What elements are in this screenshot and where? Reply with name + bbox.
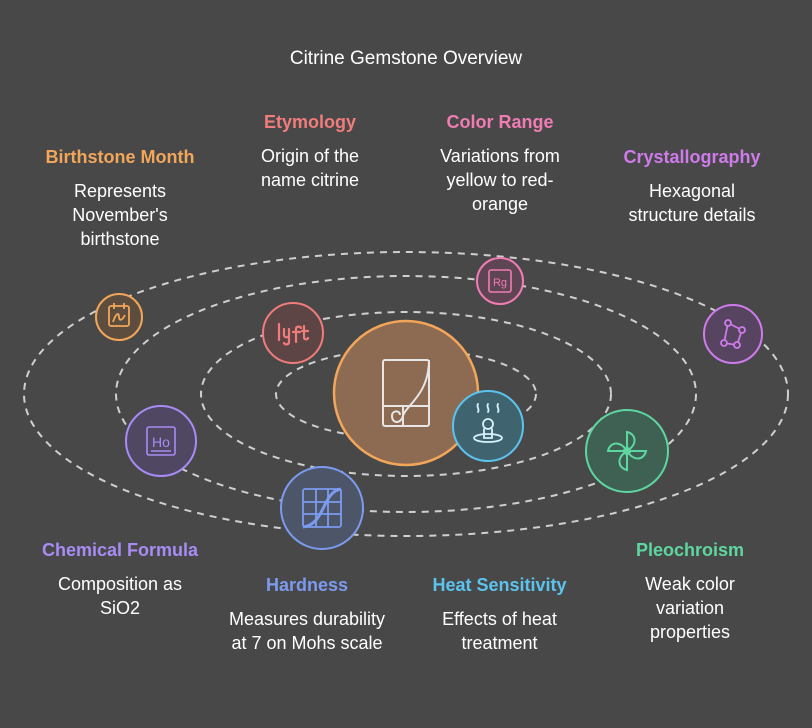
topic-heat-sensitivity: Heat Sensitivity Effects of heat treatme… — [412, 573, 587, 655]
heat-person-icon — [473, 403, 503, 443]
node-chemical-formula: Ho — [125, 405, 197, 477]
topic-color-range: Color Range Variations from yellow to re… — [410, 110, 590, 216]
molecule-graph-icon — [720, 319, 746, 349]
orbit-ring-2 — [200, 311, 612, 477]
node-pleochroism — [585, 409, 669, 493]
topic-heading: Color Range — [446, 112, 554, 132]
center-node — [332, 319, 480, 467]
topic-etymology: Etymology Origin of the name citrine — [230, 110, 390, 192]
golden-spiral-icon — [382, 359, 430, 427]
node-hardness — [280, 466, 364, 550]
topic-pleochroism: Pleochroism Weak color variation propert… — [600, 538, 780, 644]
orbit-ring-4 — [23, 251, 789, 537]
topic-heading: Chemical Formula — [41, 540, 199, 560]
topic-birthstone: Birthstone Month Represents November's b… — [20, 145, 220, 251]
topic-heading: Etymology — [263, 112, 356, 132]
topic-heading: Pleochroism — [635, 540, 745, 560]
curve-grid-icon — [302, 487, 342, 529]
topic-description: Represents November's birthstone — [72, 181, 168, 249]
topic-description: Variations from yellow to red-orange — [440, 146, 560, 214]
diagram-title: Citrine Gemstone Overview — [289, 48, 523, 69]
svg-text:Ho: Ho — [152, 434, 170, 450]
topic-chemical-formula: Chemical Formula Composition as SiO2 — [20, 538, 220, 620]
topic-description: Effects of heat treatment — [442, 609, 557, 653]
topic-heading: Heat Sensitivity — [432, 575, 567, 595]
node-birthstone — [95, 293, 143, 341]
element-ho-icon: Ho — [146, 426, 176, 456]
element-rg-icon: Rg — [488, 269, 512, 293]
node-etymology — [262, 302, 324, 364]
topic-heading: Hardness — [265, 575, 349, 595]
topic-hardness: Hardness Measures durability at 7 on Moh… — [222, 573, 392, 655]
topic-heading: Birthstone Month — [45, 147, 195, 167]
topic-description: Weak color variation properties — [645, 574, 735, 642]
topic-crystallography: Crystallography Hexagonal structure deta… — [602, 145, 782, 227]
node-heat-sensitivity — [452, 390, 524, 462]
topic-description: Composition as SiO2 — [57, 574, 183, 618]
node-color-range: Rg — [476, 257, 524, 305]
lyft-logo-icon — [277, 322, 310, 346]
calendar-icon — [108, 303, 130, 327]
topic-description: Measures durability at 7 on Mohs scale — [228, 609, 386, 653]
topic-description: Hexagonal structure details — [628, 181, 756, 225]
svg-text:Rg: Rg — [493, 277, 507, 289]
topic-heading: Crystallography — [623, 147, 761, 167]
orbit-ring-3 — [115, 275, 697, 513]
node-crystallography — [703, 304, 763, 364]
topic-description: Origin of the name citrine — [260, 146, 360, 190]
pinwheel-icon — [606, 430, 648, 472]
